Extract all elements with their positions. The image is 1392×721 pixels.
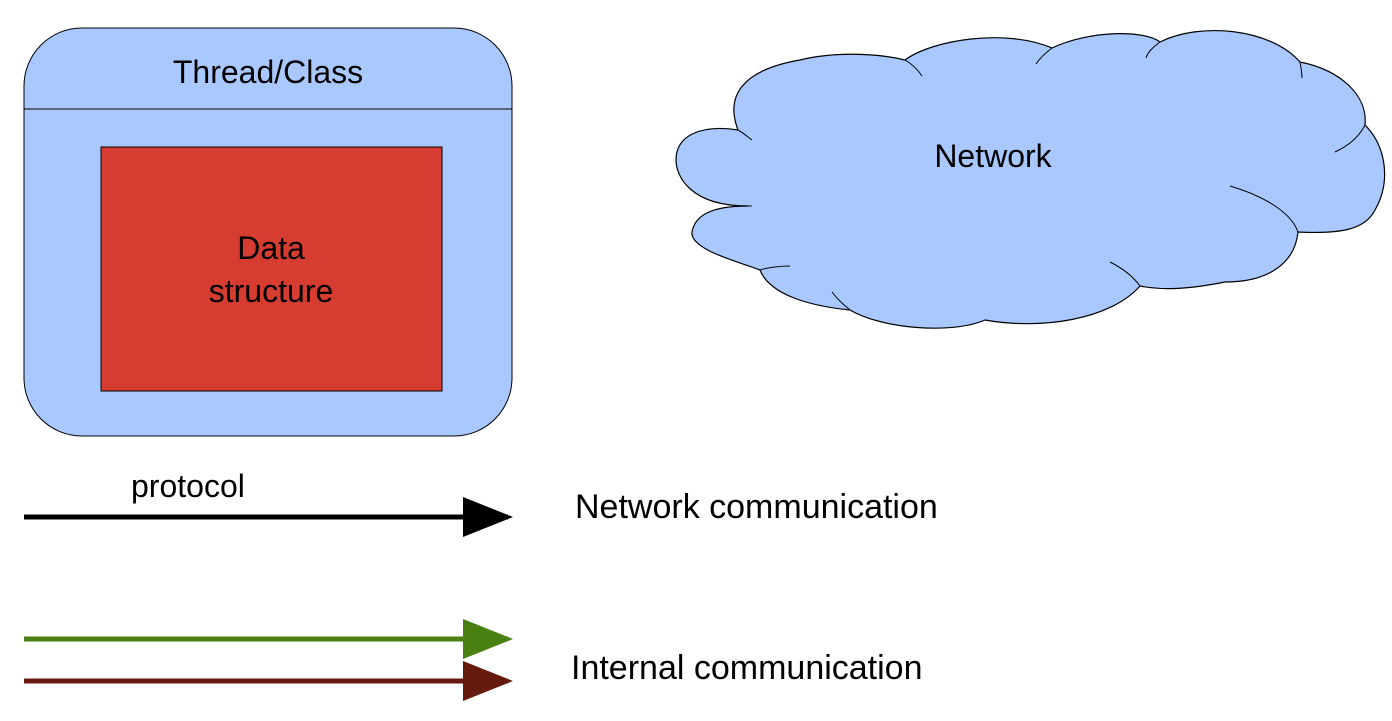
internal-communication-legend: Internal communication	[24, 619, 923, 701]
network-cloud-contour	[737, 41, 1366, 311]
network-communication-legend: protocol Network communication	[24, 468, 938, 537]
data-structure-box	[100, 146, 443, 392]
network-communication-label: Network communication	[575, 488, 938, 526]
network-cloud-label: Network	[934, 138, 1052, 174]
internal-communication-label: Internal communication	[571, 649, 923, 687]
thread-class-container: Thread/Class Data structure	[23, 27, 513, 437]
thread-class-title: Thread/Class	[173, 54, 363, 90]
network-cloud-shape	[675, 29, 1386, 329]
data-structure-label-line-1: Data	[237, 230, 305, 266]
network-cloud: Network	[675, 29, 1386, 329]
data-structure-label-line-2: structure	[209, 273, 333, 309]
protocol-label: protocol	[131, 468, 245, 504]
